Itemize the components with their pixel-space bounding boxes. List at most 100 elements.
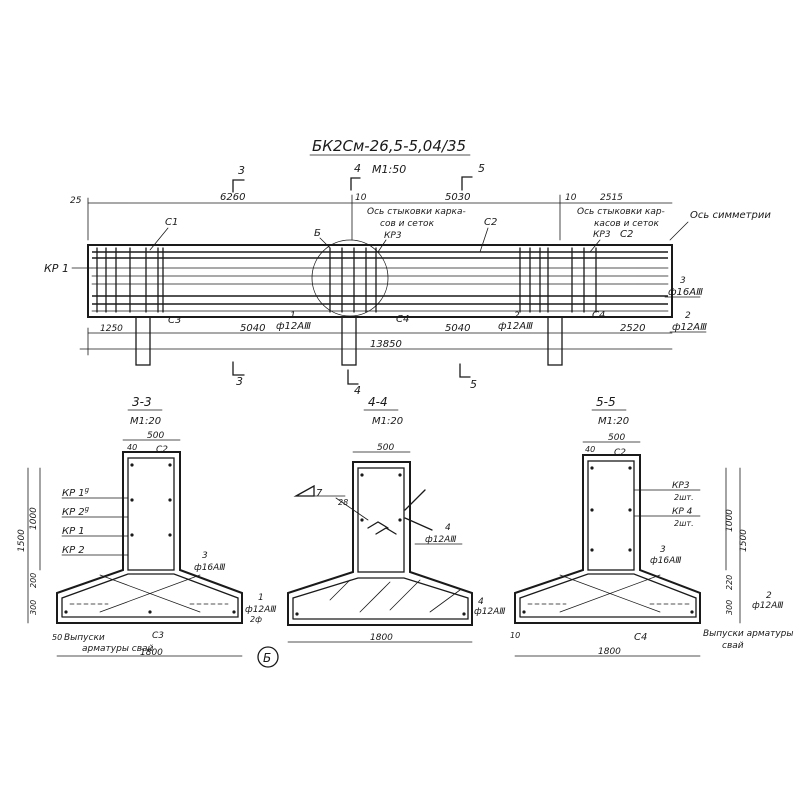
svg-text:КР 2g: КР 2g xyxy=(62,505,90,518)
joint-axis-note-right: Ось стыковки кар- xyxy=(577,207,665,217)
cut-mark-5-top: 5 xyxy=(461,162,485,191)
svg-text:1250: 1250 xyxy=(100,324,123,334)
svg-text:ф12АⅢ: ф12АⅢ xyxy=(752,601,784,611)
svg-text:1500: 1500 xyxy=(17,529,27,552)
svg-text:КР3: КР3 xyxy=(672,481,690,491)
svg-text:6260: 6260 xyxy=(220,192,245,203)
svg-text:С3: С3 xyxy=(152,631,164,641)
svg-text:40: 40 xyxy=(585,445,595,454)
svg-text:500: 500 xyxy=(147,431,164,441)
svg-text:4-4: 4-4 xyxy=(368,395,388,409)
svg-text:1800: 1800 xyxy=(140,648,163,658)
svg-text:ф16АⅢ: ф16АⅢ xyxy=(650,556,682,566)
svg-text:300: 300 xyxy=(725,600,734,615)
kr1-label: КР 1 xyxy=(44,262,69,275)
svg-text:арматуры свай: арматуры свай xyxy=(82,644,154,654)
svg-text:5040: 5040 xyxy=(445,323,470,334)
svg-text:3: 3 xyxy=(660,545,666,555)
svg-text:КР 4: КР 4 xyxy=(672,507,693,517)
svg-text:2шт.: 2шт. xyxy=(674,519,694,528)
svg-text:С2: С2 xyxy=(620,229,633,240)
svg-text:5030: 5030 xyxy=(445,192,470,203)
stirrups-right xyxy=(519,247,597,313)
svg-text:ф12АⅢ: ф12АⅢ xyxy=(474,607,506,617)
svg-text:КР 2: КР 2 xyxy=(62,545,85,556)
svg-text:4: 4 xyxy=(354,162,361,175)
svg-text:3: 3 xyxy=(236,375,243,388)
cut-mark-3-top: 3 xyxy=(232,164,245,193)
section-5-bars xyxy=(522,466,694,614)
svg-text:Выпуски: Выпуски xyxy=(64,633,105,643)
svg-text:200: 200 xyxy=(29,573,38,588)
svg-text:3: 3 xyxy=(680,276,686,286)
svg-text:С3: С3 xyxy=(168,315,181,326)
svg-text:сов и сеток: сов и сеток xyxy=(380,219,435,229)
svg-text:КР 1: КР 1 xyxy=(62,526,85,537)
svg-text:5: 5 xyxy=(478,162,485,175)
svg-text:Б: Б xyxy=(263,651,271,665)
node-mark: Б xyxy=(257,646,279,668)
svg-text:ф12АⅢ: ф12АⅢ xyxy=(425,535,457,545)
svg-text:500: 500 xyxy=(377,443,394,453)
svg-text:1800: 1800 xyxy=(598,647,621,657)
svg-text:4: 4 xyxy=(354,384,361,397)
svg-text:5-5: 5-5 xyxy=(596,395,616,409)
svg-text:КР3: КР3 xyxy=(593,230,611,240)
section-4-bars xyxy=(295,473,466,616)
svg-text:220: 220 xyxy=(725,575,734,590)
svg-text:ф12АⅢ: ф12АⅢ xyxy=(672,322,707,333)
svg-text:1500: 1500 xyxy=(739,529,749,552)
svg-text:С4: С4 xyxy=(396,314,409,325)
svg-text:свай: свай xyxy=(722,641,744,651)
svg-text:1: 1 xyxy=(258,593,264,603)
svg-text:1000: 1000 xyxy=(29,507,39,530)
svg-text:КР3: КР3 xyxy=(384,231,402,241)
svg-text:С2: С2 xyxy=(156,445,168,455)
stirrups-mid xyxy=(329,247,377,313)
svg-text:500: 500 xyxy=(608,433,625,443)
svg-text:Выпуски арматуры: Выпуски арматуры xyxy=(703,629,794,639)
svg-text:С1: С1 xyxy=(165,217,178,228)
svg-text:2шт.: 2шт. xyxy=(674,493,694,502)
main-elevation: 3 4 5 25 6260 10 5030 10 2515 Ось стыков… xyxy=(44,162,771,397)
svg-text:2520: 2520 xyxy=(620,323,645,334)
svg-text:2: 2 xyxy=(766,591,772,601)
svg-text:С4: С4 xyxy=(634,632,647,643)
svg-text:ф12АⅢ: ф12АⅢ xyxy=(245,605,277,615)
svg-text:М1:20: М1:20 xyxy=(598,416,629,427)
svg-text:2515: 2515 xyxy=(600,193,623,203)
total-length: 13850 xyxy=(370,339,402,350)
drawing-title: БК2См-26,5-5,04/35 xyxy=(312,137,466,155)
stirrups-left xyxy=(96,247,164,313)
svg-text:4: 4 xyxy=(478,597,484,607)
joint-axis-note-left: Ось стыковки карка- xyxy=(367,207,466,217)
svg-text:КР 1g: КР 1g xyxy=(62,486,90,499)
svg-text:5: 5 xyxy=(470,378,477,391)
svg-text:М1:20: М1:20 xyxy=(130,416,161,427)
cut-mark-4-top: 4 xyxy=(350,162,361,191)
svg-text:ф12АⅢ: ф12АⅢ xyxy=(276,321,311,332)
main-view-scale: М1:50 xyxy=(372,163,406,176)
svg-text:М1:20: М1:20 xyxy=(372,416,403,427)
svg-text:С2: С2 xyxy=(484,217,497,228)
svg-text:1000: 1000 xyxy=(725,509,735,532)
svg-text:10: 10 xyxy=(565,193,577,203)
svg-text:10: 10 xyxy=(355,193,367,203)
svg-text:3: 3 xyxy=(202,551,208,561)
detail-node-circle xyxy=(311,239,389,317)
svg-text:3-3: 3-3 xyxy=(132,395,152,409)
svg-text:7: 7 xyxy=(316,488,323,499)
svg-text:40: 40 xyxy=(127,443,137,452)
svg-text:2ф: 2ф xyxy=(250,615,262,624)
svg-text:1800: 1800 xyxy=(370,633,393,643)
svg-text:ф12АⅢ: ф12АⅢ xyxy=(498,321,533,332)
section-4-4: 4-4 М1:20 500 7 28 4 ф12АⅢ 4 ф12АⅢ xyxy=(287,395,506,643)
svg-text:ф16АⅢ: ф16АⅢ xyxy=(194,563,226,573)
svg-text:10: 10 xyxy=(510,631,520,640)
svg-text:300: 300 xyxy=(29,600,38,615)
svg-text:50: 50 xyxy=(52,633,62,642)
section-5-5: 5-5 М1:20 500 40 С2 КР3 2шт. КР 4 2шт. 1… xyxy=(510,395,794,657)
svg-text:Б: Б xyxy=(314,228,321,239)
pile-stubs xyxy=(135,316,563,366)
